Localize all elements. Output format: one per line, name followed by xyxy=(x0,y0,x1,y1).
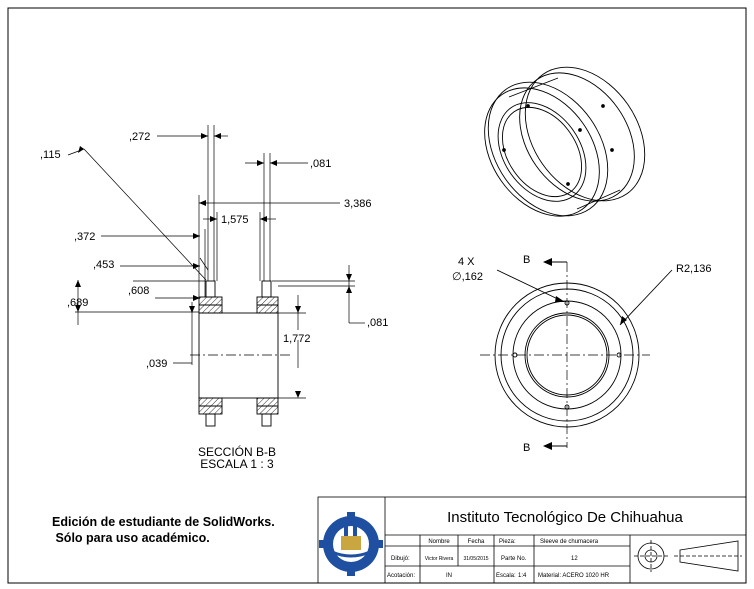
holes-qty: 4 X xyxy=(458,256,475,268)
institute-name: Instituto Tecnológico De Chihuahua xyxy=(447,509,683,526)
institute-logo xyxy=(319,512,383,576)
dim-081-top: ,081 xyxy=(310,158,331,170)
dim-608: ,608 xyxy=(128,285,149,297)
header-nombre: Nombre xyxy=(428,539,450,545)
parte-label: Parte No. xyxy=(501,556,527,562)
acotacion-value: IN xyxy=(446,573,452,579)
escala-value: 1:4 xyxy=(518,573,527,579)
acotacion-label: Acotación: xyxy=(387,573,415,579)
dibujo-label: Dibujó: xyxy=(391,556,410,562)
dim-115: ,115 xyxy=(40,149,61,161)
front-view xyxy=(480,261,673,448)
pieza-value: Sleeve de chumacera xyxy=(540,539,599,545)
edition-line-1: Edición de estudiante de SolidWorks. xyxy=(52,515,275,529)
dim-272: ,272 xyxy=(129,131,150,143)
dim-689: ,689 xyxy=(67,297,88,309)
parte-value: 12 xyxy=(571,556,578,562)
edition-line-2: Sólo para uso académico. xyxy=(52,531,210,545)
dim-1575: 1,575 xyxy=(221,214,249,226)
dimension-arrows xyxy=(75,133,352,398)
dim-081-bottom: ,081 xyxy=(367,317,388,329)
projection-symbol-icon xyxy=(634,540,742,572)
dibujo-name: Victor Rivera xyxy=(425,556,454,562)
cut-label-bottom: B xyxy=(523,442,530,454)
section-dimension-lines xyxy=(67,125,355,399)
section-view xyxy=(190,280,292,427)
holes-diameter: ∅,162 xyxy=(452,271,483,283)
material-label: Material: ACERO 1020 HR xyxy=(538,573,610,579)
student-edition-note: Edición de estudiante de SolidWorks. Sól… xyxy=(52,514,275,546)
title-block xyxy=(317,496,747,584)
outer-radius: R2,136 xyxy=(676,263,711,275)
dimension-texts: ,272 ,115 ,081 3,386 1,575 ,372 ,453 ,60… xyxy=(40,131,388,370)
header-fecha: Fecha xyxy=(468,539,485,545)
header-pieza: Pieza: xyxy=(499,539,516,545)
dim-1772: 1,772 xyxy=(283,333,311,345)
escala-label: Escala: xyxy=(496,573,516,579)
dim-3386: 3,386 xyxy=(344,198,372,210)
section-scale: ESCALA 1 : 3 xyxy=(200,457,274,471)
isometric-view xyxy=(484,66,646,217)
cut-arrows xyxy=(543,258,627,450)
dibujo-date: 31/05/2015 xyxy=(463,556,488,562)
dim-453: ,453 xyxy=(93,259,114,271)
dim-372: ,372 xyxy=(74,231,95,243)
dim-039: ,039 xyxy=(146,358,167,370)
cut-label-top: B xyxy=(523,254,530,266)
section-title: SECCIÓN B-B xyxy=(198,444,276,459)
